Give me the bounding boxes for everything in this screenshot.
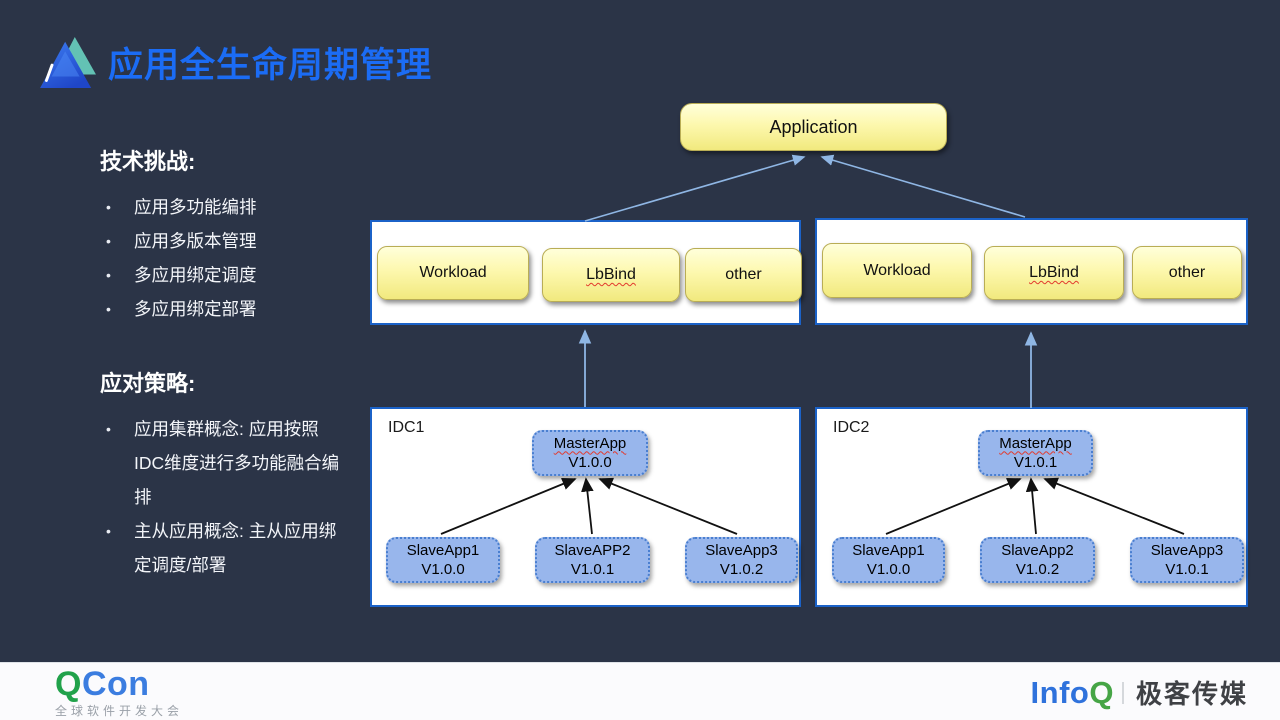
idc-label: IDC2 <box>833 419 870 436</box>
qcon-tagline: 全球软件开发大会 <box>55 704 184 718</box>
qcon-wordmark: QCon <box>55 667 183 701</box>
master-name: MasterApp <box>553 434 627 452</box>
slave-app-node: SlaveApp2 V1.0.2 <box>980 537 1095 583</box>
section-heading: 技术挑战: <box>100 149 196 174</box>
arrow-cluster2-to-application <box>820 154 1026 218</box>
slave-app-node: SlaveAPP2 V1.0.1 <box>535 537 650 583</box>
slave-name: SlaveApp1 <box>852 541 925 559</box>
master-version: V1.0.1 <box>1013 454 1058 471</box>
qcon-logo: QCon 全球软件开发大会 <box>55 667 183 719</box>
master-name: MasterApp <box>999 434 1072 452</box>
slave-name: SlaveApp1 <box>406 541 480 559</box>
left-text-panel: 技术挑战: 应用多功能编排 应用多版本管理 多应用绑定调度 多应用绑定部署 应对… <box>100 144 370 582</box>
slave-app-node: SlaveApp1 V1.0.0 <box>832 537 945 583</box>
list-item: 多应用绑定调度 <box>100 258 340 292</box>
slave-name: SlaveAPP2 <box>554 541 631 559</box>
slave-name: SlaveApp3 <box>705 541 778 559</box>
qcon-q: Q <box>55 665 82 703</box>
list-item: 应用多功能编排 <box>100 190 340 224</box>
lbbind-node: LbBind <box>984 246 1124 300</box>
company-triangle-logo-icon <box>40 36 96 89</box>
list-item: 应用多版本管理 <box>100 224 340 258</box>
infoq-brand-name: 极客传媒 <box>1135 679 1248 709</box>
infoq-logo: InfoQ 极客传媒 <box>1031 674 1248 711</box>
master-app-node: MasterApp V1.0.1 <box>978 430 1093 476</box>
slave-version: V1.0.0 <box>866 561 911 578</box>
slave-version: V1.0.1 <box>570 561 615 578</box>
workload-node: Workload <box>377 246 529 300</box>
list-item: 应用集群概念: 应用按照IDC维度进行多功能融合编排 <box>100 412 342 514</box>
cluster-box-1: Workload LbBind other <box>370 220 802 325</box>
slave-version: V1.0.2 <box>719 561 764 578</box>
cluster-box-2: Workload LbBind other <box>815 218 1248 325</box>
slave-app-node: SlaveApp1 V1.0.0 <box>386 537 500 583</box>
application-node: Application <box>680 103 947 151</box>
header: 应用全生命周期管理 <box>40 36 432 89</box>
arrow-cluster1-to-application <box>584 154 806 222</box>
idc-label: IDC1 <box>388 419 425 436</box>
strategy-list: 应用集群概念: 应用按照IDC维度进行多功能融合编排 主从应用概念: 主从应用绑… <box>100 412 370 582</box>
other-node: other <box>685 248 802 302</box>
infoq-q: Q <box>1089 674 1114 710</box>
infoq-divider <box>1121 681 1124 704</box>
infoq-wordmark: InfoQ <box>1031 675 1114 711</box>
lbbind-node: LbBind <box>542 248 680 302</box>
lbbind-label: LbBind <box>586 266 636 283</box>
qcon-con: Con <box>81 665 150 703</box>
infoq-info: Info <box>1030 674 1090 710</box>
page-title: 应用全生命周期管理 <box>108 46 433 85</box>
lbbind-label: LbBind <box>1029 264 1079 281</box>
footer-bar: QCon 全球软件开发大会 InfoQ 极客传媒 <box>0 662 1280 720</box>
slave-version: V1.0.1 <box>1165 561 1209 578</box>
slave-name: SlaveApp3 <box>1150 541 1224 559</box>
other-node: other <box>1132 246 1242 299</box>
slave-name: SlaveApp2 <box>1001 541 1074 559</box>
slave-version: V1.0.2 <box>1015 561 1060 578</box>
slave-version: V1.0.0 <box>421 561 465 578</box>
challenge-list: 应用多功能编排 应用多版本管理 多应用绑定调度 多应用绑定部署 <box>100 190 370 326</box>
idc1-box: IDC1 MasterApp V1.0.0 SlaveApp1 V1.0.0 S… <box>370 407 801 607</box>
list-item: 多应用绑定部署 <box>100 292 340 326</box>
section-challenges: 技术挑战: 应用多功能编排 应用多版本管理 多应用绑定调度 多应用绑定部署 <box>100 144 370 326</box>
slave-app-node: SlaveApp3 V1.0.1 <box>1130 537 1244 583</box>
workload-node: Workload <box>822 243 972 298</box>
section-strategies: 应对策略: 应用集群概念: 应用按照IDC维度进行多功能融合编排 主从应用概念:… <box>100 366 370 582</box>
master-app-node: MasterApp V1.0.0 <box>532 430 648 476</box>
list-item: 主从应用概念: 主从应用绑定调度/部署 <box>100 514 342 582</box>
section-heading: 应对策略: <box>100 371 196 396</box>
master-version: V1.0.0 <box>568 454 612 471</box>
slave-app-node: SlaveApp3 V1.0.2 <box>685 537 798 583</box>
idc2-box: IDC2 MasterApp V1.0.1 SlaveApp1 V1.0.0 S… <box>815 407 1248 607</box>
